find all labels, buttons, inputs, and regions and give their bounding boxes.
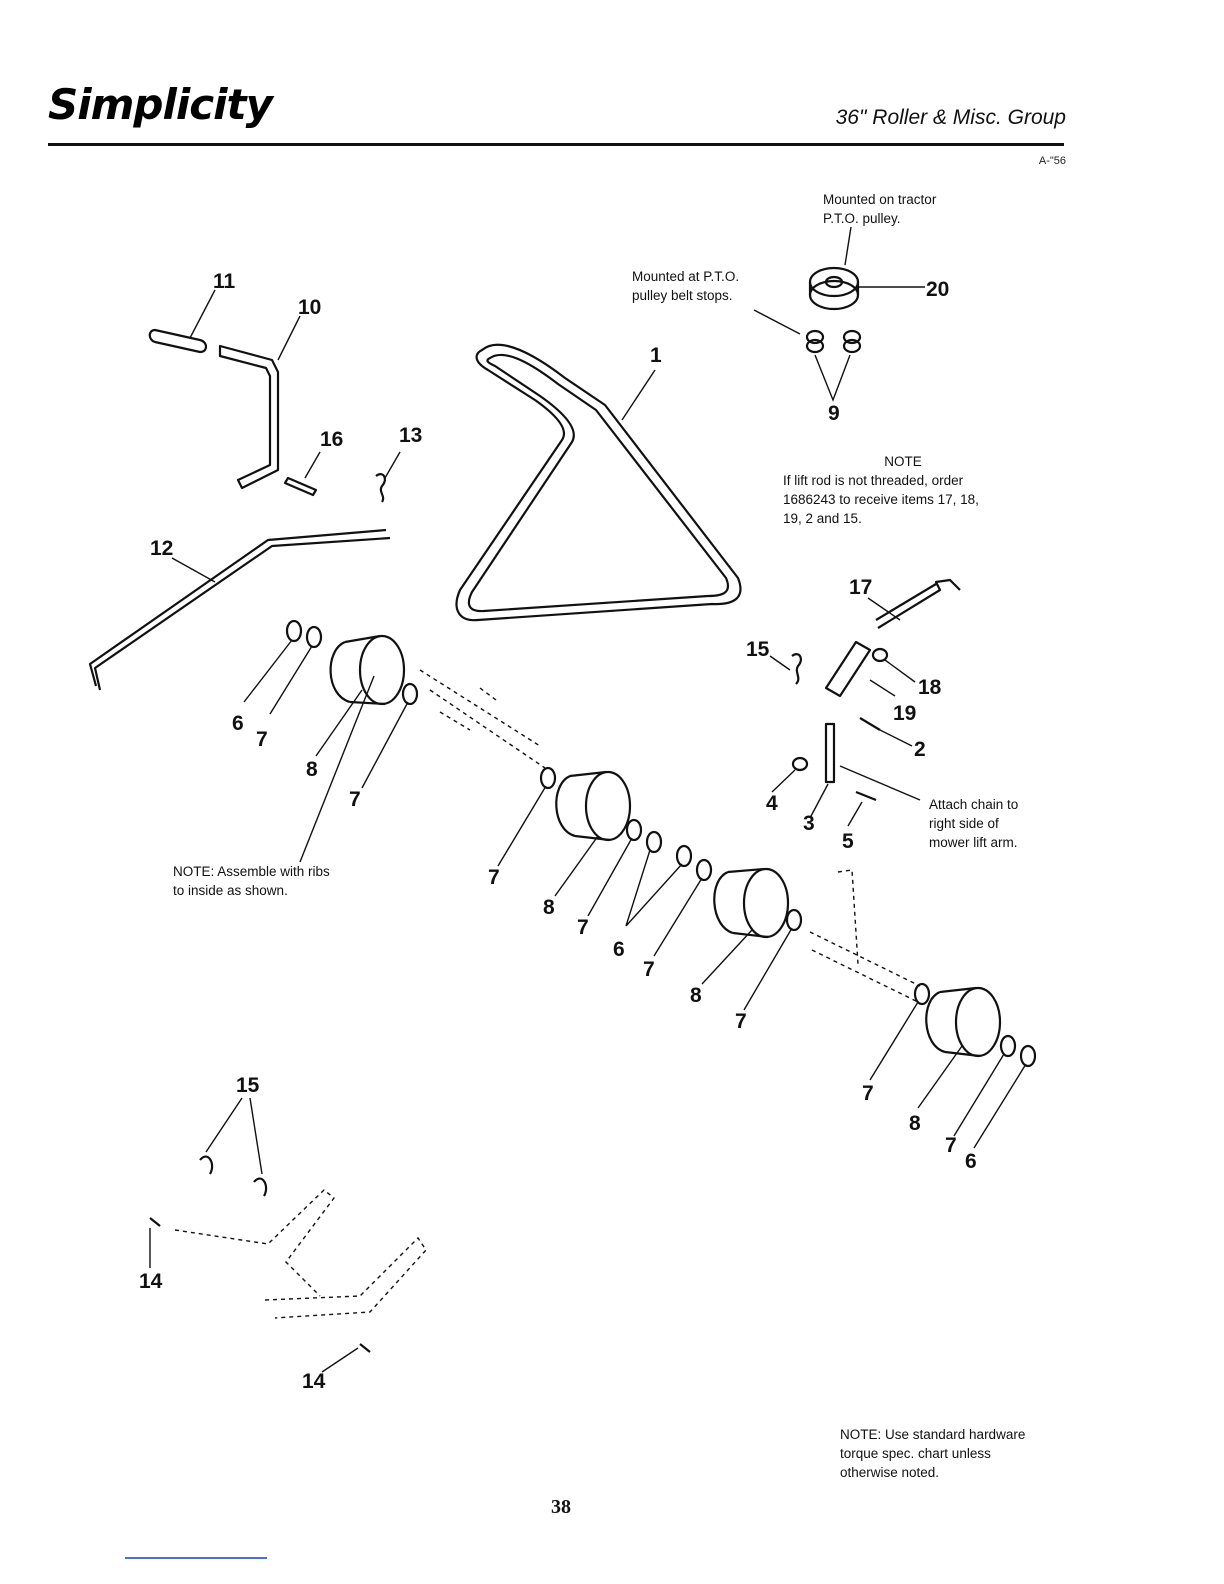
chain bbox=[824, 722, 836, 784]
clevis-pin bbox=[283, 476, 318, 497]
callout-20: 20 bbox=[926, 278, 949, 301]
pto-pulley bbox=[808, 266, 860, 311]
hex-nut bbox=[791, 756, 809, 772]
note-torque: NOTE: Use standard hardware torque spec.… bbox=[840, 1425, 1025, 1482]
callout-7: 7 bbox=[945, 1134, 957, 1157]
page-title: 36" Roller & Misc. Group bbox=[835, 106, 1066, 129]
callout-15: 15 bbox=[236, 1074, 260, 1097]
hair-pin-clip bbox=[375, 473, 386, 503]
callout-12: 12 bbox=[150, 537, 173, 560]
note-belt-stops: Mounted at P.T.O. pulley belt stops. bbox=[632, 267, 739, 305]
note-tractor-pulley: Mounted on tractor P.T.O. pulley. bbox=[823, 190, 936, 228]
note-line: Attach chain to bbox=[929, 797, 1019, 812]
callout-numbers: 20 9 1 11 10 16 13 12 17 15 18 19 2 4 3 … bbox=[139, 270, 977, 1393]
pin-bolt bbox=[859, 717, 881, 731]
lift-rod-threaded bbox=[875, 578, 961, 629]
drive-belt bbox=[455, 343, 742, 622]
callout-16: 16 bbox=[320, 428, 343, 451]
callout-3: 3 bbox=[803, 812, 815, 835]
note-ribs: NOTE: Assemble with ribs to inside as sh… bbox=[173, 862, 330, 900]
callout-17: 17 bbox=[849, 576, 872, 599]
callout-19: 19 bbox=[893, 702, 916, 725]
callout-8: 8 bbox=[690, 984, 702, 1007]
page-number: 38 bbox=[551, 1496, 571, 1518]
note-line: mower lift arm. bbox=[929, 835, 1018, 850]
note-line: pulley belt stops. bbox=[632, 288, 733, 303]
drawing-code: A-"56 bbox=[1038, 155, 1066, 167]
header-rule bbox=[48, 143, 1064, 146]
washers bbox=[285, 619, 1037, 1068]
note-lift-rod: NOTE If lift rod is not threaded, order … bbox=[783, 452, 1023, 528]
note-chain: Attach chain to right side of mower lift… bbox=[929, 795, 1018, 852]
callout-2: 2 bbox=[914, 738, 926, 761]
callout-13: 13 bbox=[399, 424, 422, 447]
nut bbox=[871, 647, 889, 663]
note-line: NOTE: Assemble with ribs bbox=[173, 864, 330, 879]
callout-6: 6 bbox=[613, 938, 625, 961]
callout-7: 7 bbox=[735, 1010, 747, 1033]
callout-15: 15 bbox=[746, 638, 770, 661]
roller-3 bbox=[713, 867, 790, 939]
hair-pin-upper bbox=[791, 653, 802, 685]
brand-logo: Simplicity bbox=[48, 80, 273, 129]
callout-14: 14 bbox=[302, 1370, 326, 1393]
roller-4 bbox=[925, 986, 1002, 1058]
mower-lift-arm bbox=[149, 1155, 427, 1353]
note-line: torque spec. chart unless bbox=[840, 1446, 991, 1461]
note-line: to inside as shown. bbox=[173, 883, 288, 898]
leader-lines bbox=[149, 226, 1027, 1373]
callout-7: 7 bbox=[488, 866, 500, 889]
link-bracket bbox=[824, 640, 872, 698]
callout-8: 8 bbox=[909, 1112, 921, 1135]
lift-rod bbox=[88, 528, 391, 691]
belt-stop-spacers bbox=[805, 329, 862, 354]
note-line: P.T.O. pulley. bbox=[823, 211, 901, 226]
lift-lever bbox=[218, 344, 280, 490]
note-title: NOTE bbox=[884, 454, 922, 469]
note-line: 1686243 to receive items 17, 18, bbox=[783, 492, 979, 507]
handle-grip bbox=[148, 328, 208, 354]
roller-1 bbox=[329, 634, 406, 706]
note-line: If lift rod is not threaded, order bbox=[783, 473, 964, 488]
callout-14: 14 bbox=[139, 1270, 163, 1293]
callout-6: 6 bbox=[965, 1150, 977, 1173]
callout-11: 11 bbox=[213, 270, 236, 293]
bottom-link-underline[interactable] bbox=[125, 1557, 267, 1559]
callout-8: 8 bbox=[543, 896, 555, 919]
note-line: NOTE: Use standard hardware bbox=[840, 1427, 1026, 1442]
callout-10: 10 bbox=[298, 296, 321, 319]
roller-axle-frame bbox=[419, 669, 921, 1003]
callout-5: 5 bbox=[842, 830, 854, 853]
note-line: otherwise noted. bbox=[840, 1465, 940, 1480]
bolt bbox=[855, 790, 877, 802]
note-line: 19, 2 and 15. bbox=[783, 511, 862, 526]
callout-7: 7 bbox=[577, 916, 589, 939]
callout-9: 9 bbox=[828, 402, 840, 425]
callout-6: 6 bbox=[232, 712, 244, 735]
callout-7: 7 bbox=[643, 958, 655, 981]
note-line: right side of bbox=[929, 816, 999, 831]
callout-18: 18 bbox=[918, 676, 942, 699]
note-line: Mounted at P.T.O. bbox=[632, 269, 740, 284]
callout-7: 7 bbox=[256, 728, 268, 751]
callout-1: 1 bbox=[650, 344, 662, 367]
callout-8: 8 bbox=[306, 758, 318, 781]
callout-7: 7 bbox=[862, 1082, 874, 1105]
callout-4: 4 bbox=[766, 792, 778, 815]
note-line: Mounted on tractor bbox=[823, 192, 937, 207]
roller-2 bbox=[555, 770, 632, 842]
callout-7: 7 bbox=[349, 788, 361, 811]
